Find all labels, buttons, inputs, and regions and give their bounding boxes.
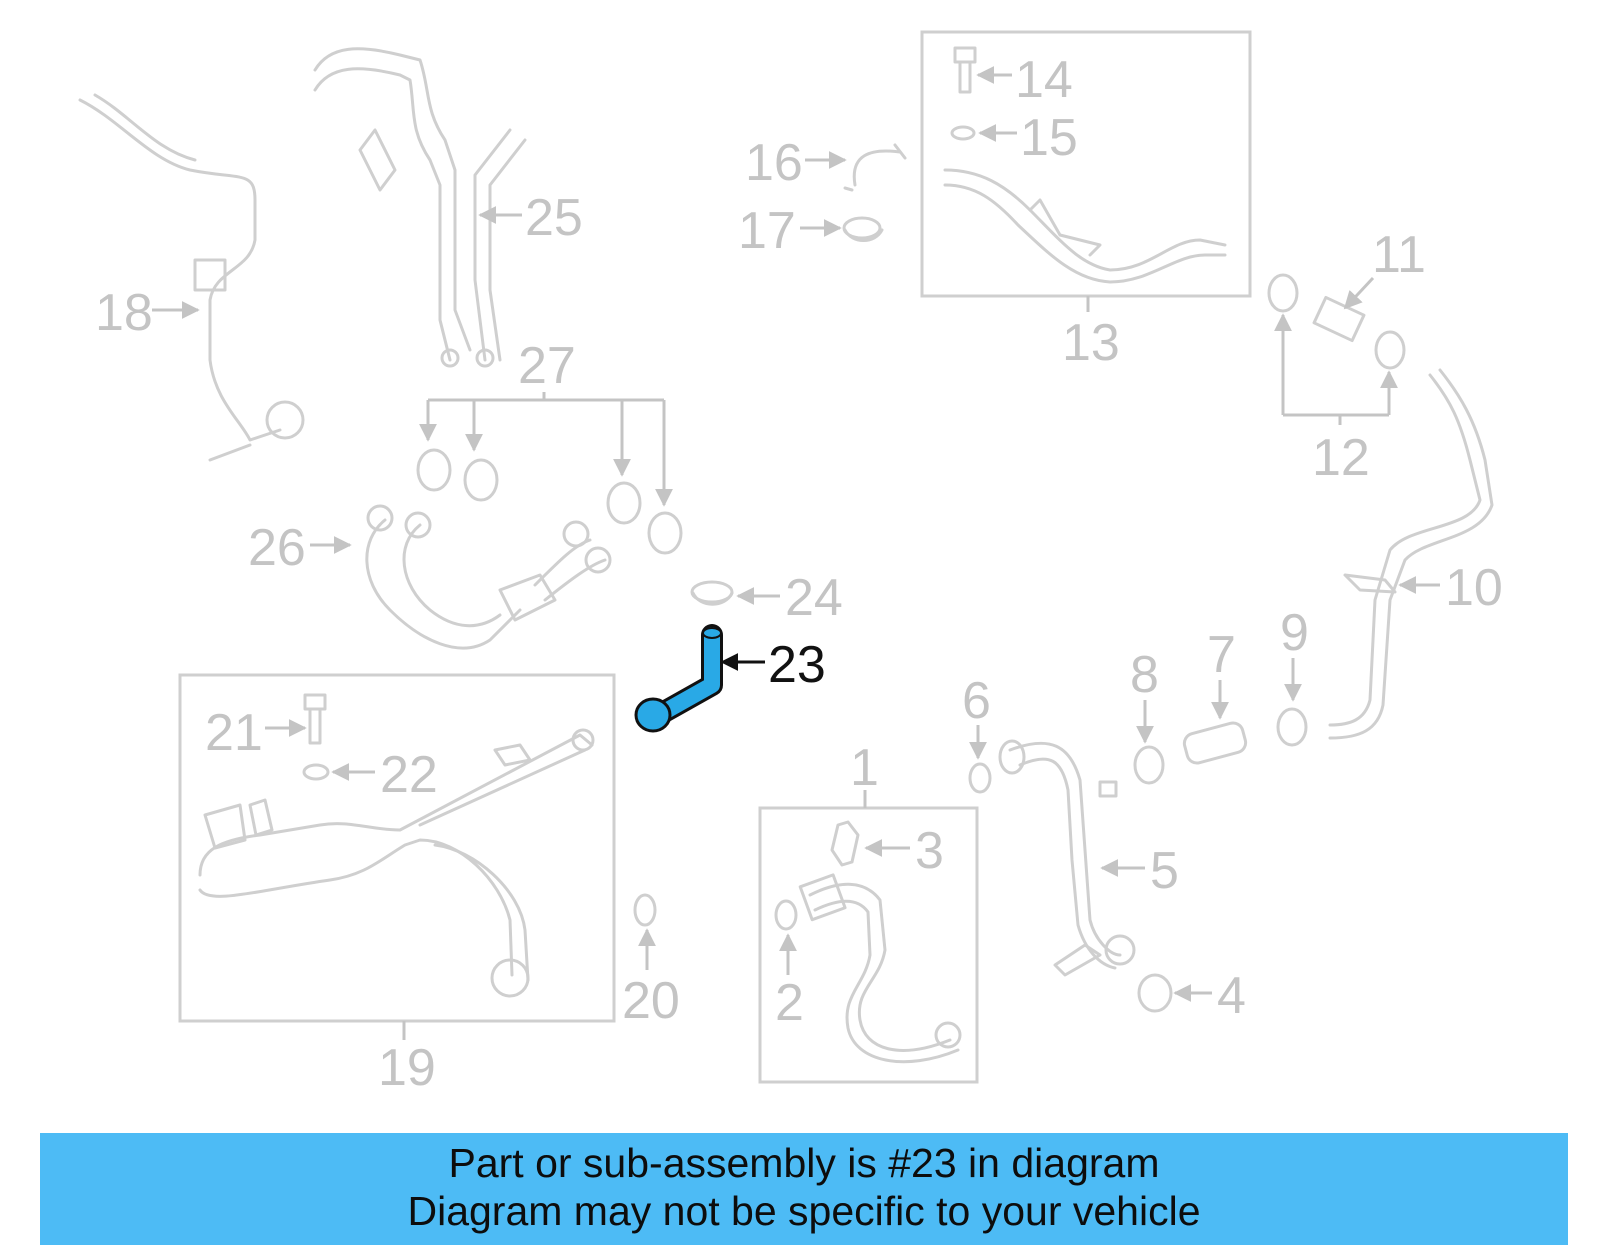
callout-20: 20 [622,972,680,1030]
box-1 [758,806,979,1084]
banner-line-2: Diagram may not be specific to your vehi… [407,1188,1201,1234]
callout-25: 25 [525,189,583,247]
part-17-clamp [842,216,884,242]
part-8-clamp [1133,745,1165,785]
part-27-clamps [416,448,683,555]
part-14-bolt [953,46,977,94]
leader-12-bracket [1274,313,1398,425]
callout-27: 27 [518,337,576,395]
callout-4: 4 [1217,967,1246,1025]
part-2-washer [774,899,798,931]
part-12-clamps [1267,273,1406,370]
callout-24: 24 [785,569,843,627]
part-13-pipe [943,168,1227,284]
banner-line-1: Part or sub-assembly is #23 in diagram [448,1140,1160,1186]
part-24-clamp [690,580,734,606]
part-25-hose-assembly [313,47,527,368]
callout-26: 26 [248,519,306,577]
callout-17: 17 [738,202,796,260]
callout-22: 22 [380,746,438,804]
callout-18: 18 [95,284,153,342]
callout-10: 10 [1445,559,1503,617]
part-1-hose [798,873,962,1064]
leader-27-bracket [419,392,673,507]
part-5-pipe [998,739,1136,977]
part-9-clamp [1276,707,1308,747]
callout-23: 23 [768,636,826,694]
part-23-hose-highlighted[interactable] [634,624,723,733]
part-19-pipe-assembly [198,728,595,998]
callout-13: 13 [1062,314,1120,372]
callout-9: 9 [1280,604,1309,662]
part-6-washer [968,762,992,794]
callout-8: 8 [1130,646,1159,704]
part-16-hose [843,143,907,192]
callout-7: 7 [1207,626,1236,684]
part-20-washer [633,893,657,927]
part-21-bolt [303,693,327,745]
leader-11 [1343,276,1375,310]
callout-19: 19 [378,1039,436,1097]
callout-6: 6 [962,672,991,730]
part-3-clip [830,820,860,867]
callout-3: 3 [915,822,944,880]
callout-2: 2 [775,974,804,1032]
callout-1: 1 [850,739,879,797]
part-10-pipe [1328,368,1494,740]
box-19 [178,673,616,1023]
callout-5: 5 [1150,842,1179,900]
part-4-clamp [1137,973,1173,1013]
callout-12: 12 [1312,429,1370,487]
callout-16: 16 [745,134,803,192]
callout-14: 14 [1015,51,1073,109]
box-13 [920,30,1252,298]
info-banner: Part or sub-assembly is #23 in diagram D… [40,1133,1568,1245]
part-22-washer [302,763,330,781]
callout-11: 11 [1372,226,1426,284]
callout-15: 15 [1020,109,1078,167]
part-7-hose [1182,721,1248,765]
part-15-washer [950,125,976,141]
callout-21: 21 [205,704,263,762]
part-11-hose [1312,295,1366,343]
part-18-hose [78,93,305,462]
part-26-hose-bundle [365,504,612,650]
